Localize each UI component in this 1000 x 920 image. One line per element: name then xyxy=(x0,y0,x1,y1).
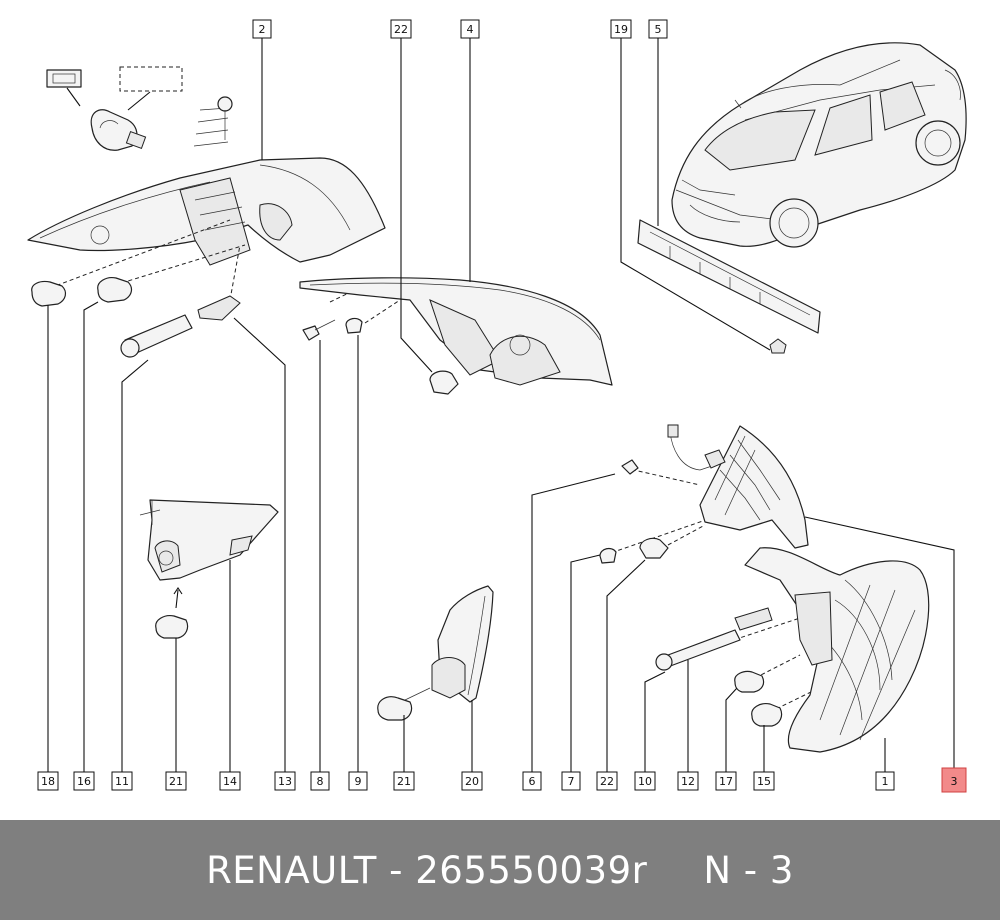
callout-20: 20 xyxy=(461,771,483,791)
trim-bar-part xyxy=(637,219,821,354)
callout-22: 22 xyxy=(390,19,412,39)
fog-lamp-part xyxy=(377,585,494,721)
svg-text:11: 11 xyxy=(115,775,129,788)
callout-labels: 18 16 11 21 14 13 8 9 21 20 6 7 22 10 12… xyxy=(37,19,967,793)
callout-21: 21 xyxy=(393,771,415,791)
callout-12: 12 xyxy=(677,771,699,791)
svg-text:22: 22 xyxy=(600,775,614,788)
svg-text:4: 4 xyxy=(467,23,474,36)
callout-14: 14 xyxy=(219,771,241,791)
headlamp-lower-part xyxy=(655,547,930,753)
callout-1: 1 xyxy=(875,771,895,791)
callout-18: 18 xyxy=(37,771,59,791)
svg-text:19: 19 xyxy=(614,23,628,36)
svg-text:8: 8 xyxy=(317,775,324,788)
callout-5: 5 xyxy=(648,19,668,39)
part-position: N - 3 xyxy=(703,848,794,892)
svg-text:15: 15 xyxy=(757,775,771,788)
callout-6: 6 xyxy=(522,771,542,791)
brand-name: RENAULT xyxy=(206,848,377,892)
car-illustration xyxy=(671,42,967,248)
bulb-spec-icons xyxy=(46,66,233,151)
svg-text:14: 14 xyxy=(223,775,237,788)
callout-13: 13 xyxy=(274,771,296,791)
callout-19: 19 xyxy=(610,19,632,39)
svg-text:3: 3 xyxy=(951,775,958,788)
screws-8-9 xyxy=(302,317,363,341)
callout-8: 8 xyxy=(310,771,330,791)
callout-22: 22 xyxy=(596,771,618,791)
callout-2: 2 xyxy=(252,19,272,39)
bulbs-18-16 xyxy=(31,277,133,307)
svg-text:21: 21 xyxy=(169,775,183,788)
svg-text:18: 18 xyxy=(41,775,55,788)
callout-16: 16 xyxy=(73,771,95,791)
svg-text:9: 9 xyxy=(355,775,362,788)
svg-text:20: 20 xyxy=(465,775,479,788)
callout-15: 15 xyxy=(753,771,775,791)
svg-text:21: 21 xyxy=(397,775,411,788)
svg-text:2: 2 xyxy=(259,23,266,36)
caption-separator: - xyxy=(389,848,403,892)
light-guide-part xyxy=(120,295,241,358)
side-lamp-part xyxy=(299,277,613,395)
leader-lines xyxy=(47,36,955,772)
parts-diagram: 18 16 11 21 14 13 8 9 21 20 6 7 22 10 12… xyxy=(27,19,967,793)
callout-10: 10 xyxy=(634,771,656,791)
svg-text:6: 6 xyxy=(529,775,536,788)
svg-text:10: 10 xyxy=(638,775,652,788)
callout-4: 4 xyxy=(460,19,480,39)
callout-11: 11 xyxy=(111,771,133,791)
svg-text:5: 5 xyxy=(655,23,662,36)
svg-text:7: 7 xyxy=(568,775,575,788)
callout-7: 7 xyxy=(561,771,581,791)
callout-3-highlighted: 3 xyxy=(941,767,967,793)
headlamp-upper-part xyxy=(599,424,809,564)
svg-text:22: 22 xyxy=(394,23,408,36)
tail-lamp-part xyxy=(27,157,386,266)
callout-17: 17 xyxy=(715,771,737,791)
svg-text:12: 12 xyxy=(681,775,695,788)
indicator-lamp-part xyxy=(139,499,279,639)
callout-9: 9 xyxy=(348,771,368,791)
part-caption-bar: RENAULT - 265550039r N - 3 xyxy=(0,820,1000,920)
svg-text:13: 13 xyxy=(278,775,292,788)
callout-21: 21 xyxy=(165,771,187,791)
svg-text:16: 16 xyxy=(77,775,91,788)
svg-text:17: 17 xyxy=(719,775,733,788)
svg-text:1: 1 xyxy=(882,775,889,788)
part-number: 265550039r xyxy=(415,848,648,892)
